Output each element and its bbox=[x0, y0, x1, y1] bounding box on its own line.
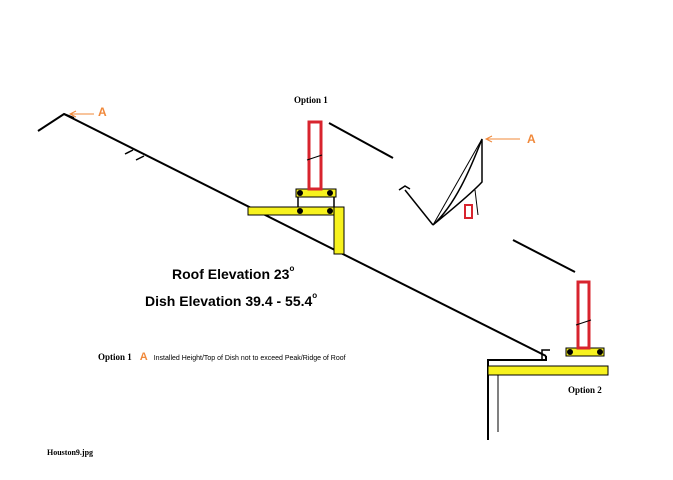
option2-mount bbox=[487, 280, 609, 376]
dish-elevation-degree: o bbox=[312, 291, 318, 300]
note-marker: A bbox=[139, 351, 148, 363]
note-option-label: Option 1 bbox=[98, 352, 132, 362]
roof-elevation-degree: o bbox=[289, 264, 295, 273]
marker-a-left: A bbox=[98, 105, 107, 119]
option2-bolt-head-1 bbox=[567, 349, 573, 355]
dish-feed-arm bbox=[404, 189, 434, 226]
installation-note: Option 1 A Installed Height/Top of Dish … bbox=[98, 347, 346, 365]
option1-title: Option 1 bbox=[294, 95, 328, 105]
option2-mast bbox=[576, 280, 591, 350]
dish-elevation-label: Dish Elevation 39.4 - 55.4o bbox=[145, 291, 318, 309]
marker-a-right: A bbox=[527, 132, 536, 146]
option1-mount bbox=[247, 120, 345, 255]
option2-arc-line bbox=[512, 239, 576, 273]
option2-mast-break bbox=[575, 319, 592, 326]
satellite-dish bbox=[398, 138, 483, 226]
roof-elevation-label: Roof Elevation 23o bbox=[172, 264, 295, 282]
option1-arc-top bbox=[328, 122, 394, 159]
option1-bracket-leg bbox=[333, 206, 345, 255]
option1-mast-break bbox=[306, 154, 323, 161]
note-text: Installed Height/Top of Dish not to exce… bbox=[153, 355, 346, 362]
eave-clip bbox=[541, 349, 550, 360]
option1-bolt-head-4 bbox=[327, 208, 333, 214]
dish-elevation-text: Dish Elevation 39.4 - 55.4 bbox=[145, 293, 313, 309]
option1-bolt-head-2 bbox=[327, 190, 333, 196]
dish-back-line bbox=[474, 189, 479, 216]
option2-title: Option 2 bbox=[568, 385, 602, 395]
eave-outline bbox=[487, 356, 547, 440]
dish-lnb bbox=[398, 185, 411, 191]
marker-a-arrowhead-right bbox=[484, 135, 493, 143]
break-mark-1 bbox=[124, 149, 134, 155]
marker-a-arrowhead-left bbox=[68, 110, 77, 118]
dish-mount-stub bbox=[464, 204, 473, 219]
dish-rim bbox=[432, 138, 483, 226]
roof-slope bbox=[63, 113, 547, 357]
break-mark-2 bbox=[135, 155, 145, 161]
option1-bolt-head-1 bbox=[297, 190, 303, 196]
filename-label: Houston9.jpg bbox=[47, 448, 94, 457]
option1-bolt-head-3 bbox=[297, 208, 303, 214]
option2-bracket bbox=[487, 365, 609, 376]
option2-bolt-head-2 bbox=[597, 349, 603, 355]
roof-elevation-text: Roof Elevation 23 bbox=[172, 266, 290, 282]
